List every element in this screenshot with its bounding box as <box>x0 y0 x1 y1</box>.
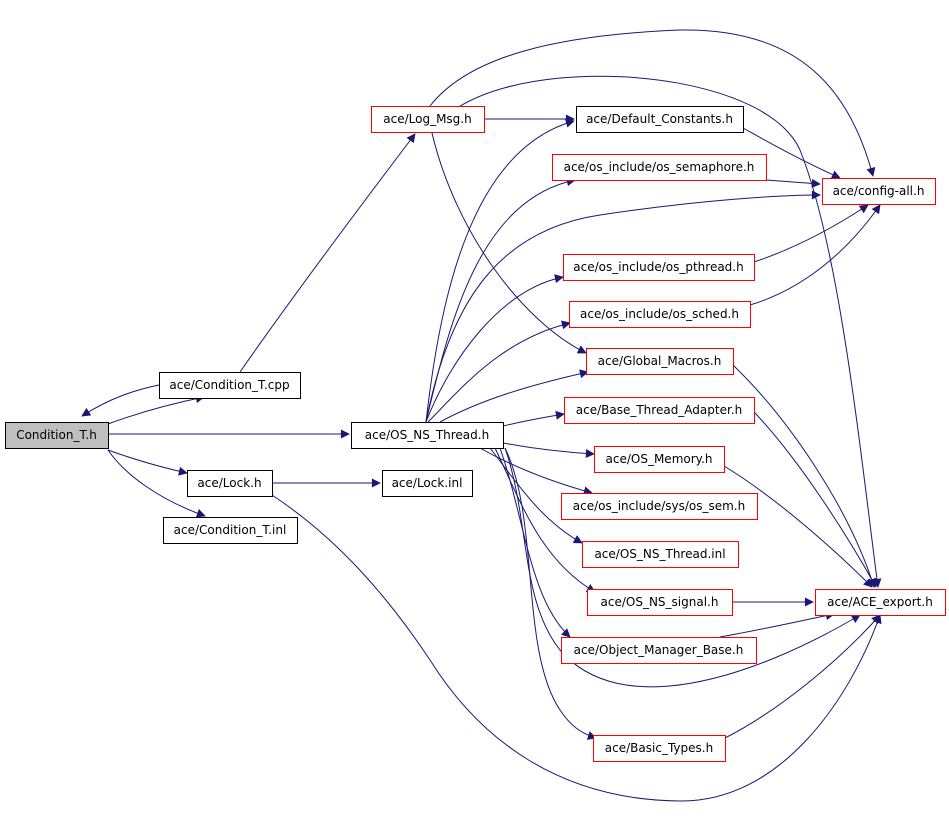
node-ace-export-h[interactable]: ace/ACE_export.h <box>815 589 946 616</box>
node-label: ace/config-all.h <box>833 184 925 198</box>
node-label: ace/Condition_T.cpp <box>169 378 289 392</box>
edge-os-pthread-h-to-config-all-h <box>753 204 869 263</box>
node-os-memory-h[interactable]: ace/OS_Memory.h <box>594 446 725 473</box>
node-label: ace/Base_Thread_Adapter.h <box>576 403 742 417</box>
edge-default-constants-h-to-config-all-h <box>742 127 841 179</box>
node-os-sem-h[interactable]: ace/os_include/sys/os_sem.h <box>561 493 758 520</box>
node-box <box>587 589 733 616</box>
node-label: ace/OS_NS_Thread.h <box>365 428 489 442</box>
edge-os-ns-thread-h-to-os-pthread-h <box>425 274 564 423</box>
node-box <box>561 493 758 520</box>
node-label: Condition_T.h <box>16 428 97 442</box>
edge-os-ns-thread-h-to-global-macros-h <box>439 369 589 423</box>
node-condition-t-h: Condition_T.h <box>5 422 109 449</box>
node-basic-types-h[interactable]: ace/Basic_Types.h <box>593 735 726 762</box>
edge-condition-t-h-to-condition-t-cpp <box>107 394 205 425</box>
node-label: ace/Log_Msg.h <box>383 112 471 126</box>
node-box <box>382 470 473 497</box>
node-condition-t-inl[interactable]: ace/Condition_T.inl <box>163 517 298 544</box>
edge-object-manager-base-h-to-ace-export-h <box>719 611 835 638</box>
node-label: ace/os_include/os_semaphore.h <box>564 160 755 174</box>
dependency-edges <box>81 29 882 802</box>
edge-os-ns-thread-h-to-os-memory-h <box>502 442 595 459</box>
edge-lock-h-to-ace-export-h <box>271 494 882 802</box>
edge-base-thread-adapter-h-to-ace-export-h <box>753 411 877 588</box>
node-label: ace/OS_Memory.h <box>606 452 713 466</box>
node-box <box>371 106 485 133</box>
node-log-msg-h[interactable]: ace/Log_Msg.h <box>371 106 485 133</box>
node-box <box>569 301 751 328</box>
node-label: ace/Lock.inl <box>392 476 463 490</box>
edge-condition-t-cpp-to-condition-t-h <box>81 384 160 417</box>
node-box <box>5 422 109 449</box>
node-lock-inl[interactable]: ace/Lock.inl <box>382 470 473 497</box>
edge-basic-types-h-to-ace-export-h <box>724 614 881 739</box>
node-os-semaphore-h[interactable]: ace/os_include/os_semaphore.h <box>552 154 767 181</box>
edge-os-ns-thread-h-to-os-sched-h <box>427 320 571 423</box>
node-box <box>586 348 734 375</box>
node-box <box>564 397 755 424</box>
edge-os-ns-thread-h-to-os-ns-signal-h <box>494 447 596 593</box>
node-label: ace/Condition_T.inl <box>174 523 287 537</box>
node-box <box>582 541 739 568</box>
node-box <box>822 178 936 205</box>
node-box <box>561 637 757 664</box>
node-base-thread-adapter-h[interactable]: ace/Base_Thread_Adapter.h <box>564 397 755 424</box>
node-box <box>815 589 946 616</box>
edge-condition-t-cpp-to-log-msg-h <box>239 133 416 373</box>
edge-os-ns-thread-h-to-config-all-h <box>425 190 821 423</box>
edge-global-macros-h-to-ace-export-h <box>732 364 876 588</box>
node-label: ace/os_include/sys/os_sem.h <box>573 499 745 513</box>
node-box <box>187 470 273 497</box>
node-box <box>552 154 767 181</box>
node-label: ace/Object_Manager_Base.h <box>574 643 744 657</box>
node-os-sched-h[interactable]: ace/os_include/os_sched.h <box>569 301 751 328</box>
node-box <box>593 735 726 762</box>
edge-log-msg-h-to-global-macros-h <box>431 132 587 354</box>
edge-os-memory-h-to-ace-export-h <box>723 465 873 588</box>
node-label: ace/Global_Macros.h <box>598 354 722 368</box>
node-default-constants-h[interactable]: ace/Default_Constants.h <box>576 106 744 133</box>
node-label: ace/os_include/os_pthread.h <box>573 260 743 274</box>
node-label: ace/OS_NS_signal.h <box>601 595 719 609</box>
node-label: ace/OS_NS_Thread.inl <box>594 547 725 561</box>
node-box <box>159 372 301 399</box>
edge-os-ns-thread-h-to-default-constants-h <box>425 118 575 423</box>
edge-condition-t-h-to-condition-t-inl <box>107 449 206 518</box>
edge-os-ns-thread-h-to-object-manager-base-h <box>499 447 571 638</box>
node-box <box>351 422 504 449</box>
node-os-ns-signal-h[interactable]: ace/OS_NS_signal.h <box>587 589 733 616</box>
node-object-manager-base-h[interactable]: ace/Object_Manager_Base.h <box>561 637 757 664</box>
node-label: ace/Basic_Types.h <box>605 741 713 755</box>
node-os-ns-thread-h[interactable]: ace/OS_NS_Thread.h <box>351 422 504 449</box>
node-label: ace/Default_Constants.h <box>586 112 733 126</box>
node-os-pthread-h[interactable]: ace/os_include/os_pthread.h <box>563 254 755 281</box>
node-lock-h[interactable]: ace/Lock.h <box>187 470 273 497</box>
node-label: ace/ACE_export.h <box>827 595 933 609</box>
node-box <box>163 517 298 544</box>
file-nodes: Condition_T.h ace/Condition_T.cpp ace/Log_… <box>5 106 946 762</box>
node-global-macros-h[interactable]: ace/Global_Macros.h <box>586 348 734 375</box>
node-label: ace/Lock.h <box>197 476 261 490</box>
node-os-ns-thread-inl[interactable]: ace/OS_NS_Thread.inl <box>582 541 739 568</box>
edge-log-msg-h-to-config-all-h <box>429 29 876 177</box>
edge-os-sched-h-to-config-all-h <box>749 204 881 306</box>
edge-os-semaphore-h-to-config-all-h <box>765 178 821 188</box>
edge-log-msg-h-to-ace-export-h <box>431 75 882 588</box>
edge-condition-t-h-to-lock-h <box>107 449 188 476</box>
node-box <box>594 446 725 473</box>
node-label: ace/os_include/os_sched.h <box>580 307 739 321</box>
edge-os-ns-thread-h-to-os-sem-h <box>479 447 593 496</box>
edge-os-ns-thread-h-to-basic-types-h <box>504 447 597 740</box>
edge-os-ns-thread-h-to-os-ns-thread-inl <box>489 447 583 544</box>
node-config-all-h[interactable]: ace/config-all.h <box>822 178 936 205</box>
node-box <box>563 254 755 281</box>
node-condition-t-cpp[interactable]: ace/Condition_T.cpp <box>159 372 301 399</box>
node-box <box>576 106 744 133</box>
edge-os-ns-thread-h-to-base-thread-adapter-h <box>502 410 565 427</box>
edge-os-ns-thread-h-to-os-semaphore-h <box>425 177 576 423</box>
